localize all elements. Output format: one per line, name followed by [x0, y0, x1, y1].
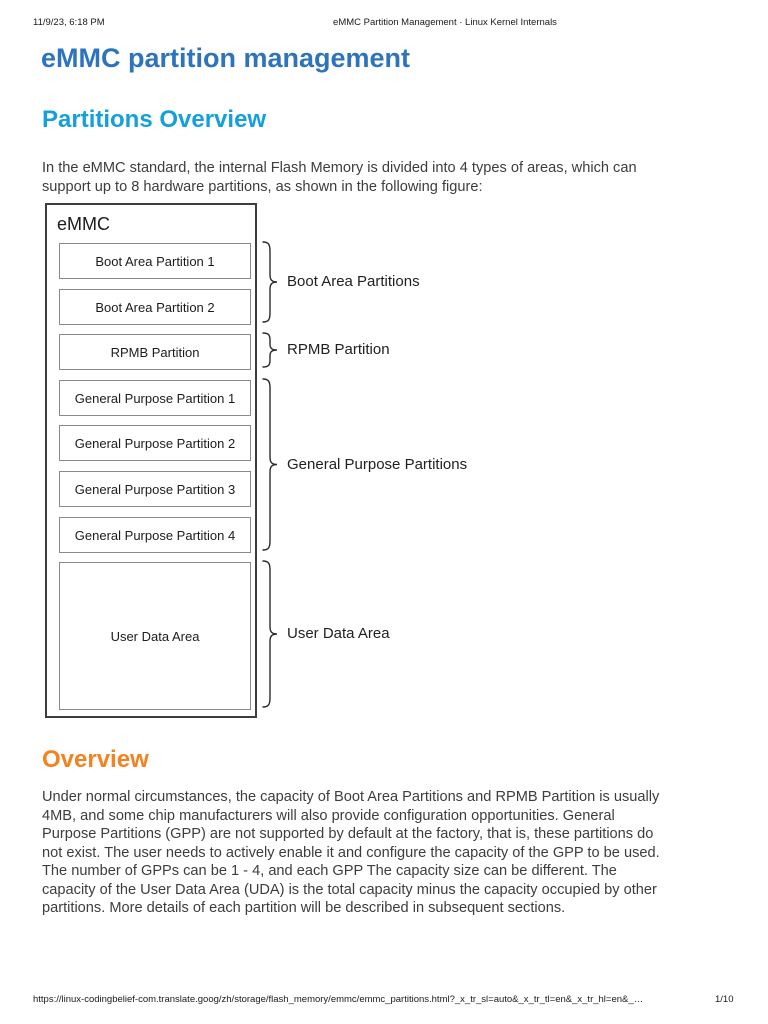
print-header-doc-title: eMMC Partition Management · Linux Kernel… — [333, 17, 557, 28]
paragraph-line: support up to 8 hardware partitions, as … — [42, 178, 483, 195]
brace-user-data-area — [262, 560, 278, 708]
partition-box-boot-area-2: Boot Area Partition 2 — [59, 289, 251, 325]
paragraph-line: In the eMMC standard, the internal Flash… — [42, 160, 637, 176]
brace-rpmb — [262, 332, 278, 368]
page-title: eMMC partition management — [41, 43, 411, 73]
group-label-rpmb-partition: RPMB Partition — [287, 341, 390, 358]
group-label-boot-area-partitions: Boot Area Partitions — [287, 273, 420, 290]
partition-box-gpp-4: General Purpose Partition 4 — [59, 517, 251, 553]
brace-general-purpose — [262, 378, 278, 551]
paragraph-line: Under normal circumstances, the capacity… — [42, 789, 660, 805]
intro-paragraph: In the eMMC standard, the internal Flash… — [42, 159, 637, 196]
group-label-general-purpose-partitions: General Purpose Partitions — [287, 456, 468, 473]
print-header-date: 11/9/23, 6:18 PM — [33, 17, 105, 28]
partition-box-gpp-3: General Purpose Partition 3 — [59, 471, 251, 507]
print-footer-page-indicator: 1/10 — [715, 994, 734, 1005]
emmc-box-title: eMMC — [57, 214, 110, 234]
paragraph-line: capacity of the User Data Area (UDA) is … — [42, 881, 657, 898]
partition-box-boot-area-1: Boot Area Partition 1 — [59, 243, 251, 279]
paragraph-line: not exist. The user needs to actively en… — [42, 844, 660, 861]
paragraph-line: 4MB, and some chip manufacturers will al… — [42, 807, 615, 824]
paragraph-line: Purpose Partitions (GPP) are not support… — [42, 826, 654, 842]
section-heading-overview: Overview — [42, 746, 149, 773]
print-footer-url: https://linux-codingbelief-com.translate… — [33, 994, 644, 1005]
partition-box-rpmb: RPMB Partition — [59, 334, 251, 370]
partition-box-user-data-area: User Data Area — [59, 562, 251, 710]
section-heading-partitions-overview: Partitions Overview — [42, 106, 267, 133]
paragraph-line: partitions. More details of each partiti… — [42, 900, 566, 916]
brace-boot-area — [262, 241, 278, 323]
partition-box-gpp-1: General Purpose Partition 1 — [59, 380, 251, 416]
group-label-user-data-area: User Data Area — [287, 625, 390, 642]
emmc-partition-diagram: eMMC Boot Area Partition 1 Boot Area Par… — [45, 203, 525, 718]
paragraph-line: The number of GPPs can be 1 - 4, and eac… — [42, 863, 617, 879]
partition-box-gpp-2: General Purpose Partition 2 — [59, 425, 251, 461]
emmc-outer-box: eMMC Boot Area Partition 1 Boot Area Par… — [45, 203, 257, 718]
overview-paragraph: Under normal circumstances, the capacity… — [42, 788, 660, 918]
